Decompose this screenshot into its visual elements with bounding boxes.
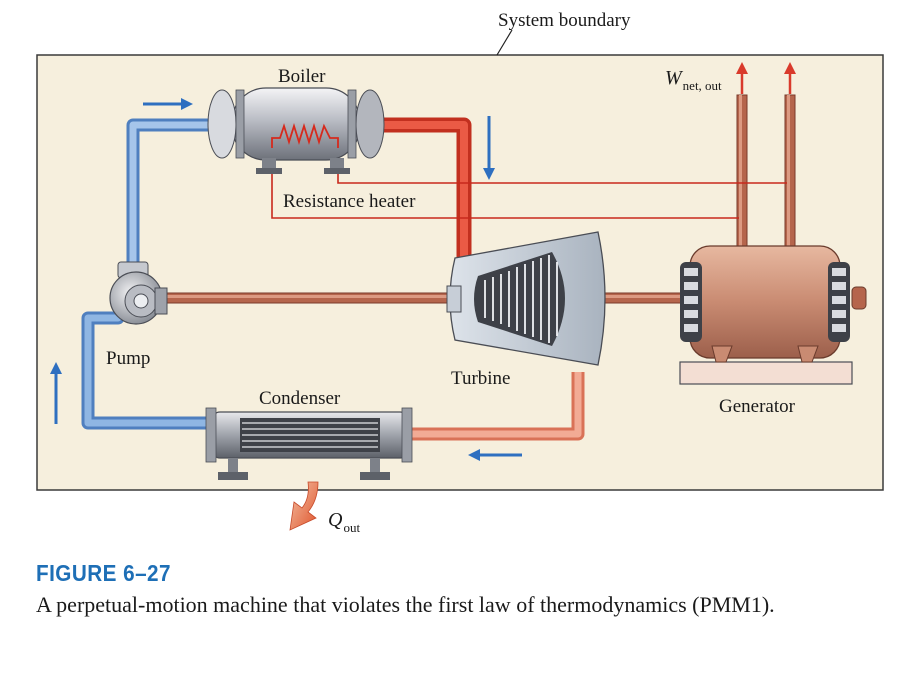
warm-pipe [412,372,585,441]
boiler-label: Boiler [278,66,326,87]
heat-out-arrow-icon [289,481,319,531]
work-arrows [736,62,796,94]
hot-pipe [372,117,472,262]
shaft [164,292,689,304]
generator [679,245,867,385]
work-output-rods [736,94,796,251]
flow-arrows [50,98,522,461]
system-boundary-label: System boundary [498,10,631,31]
flow-arrow-down-icon [483,116,495,180]
work-label: Wnet, out [665,67,722,93]
boiler [207,87,385,174]
condenser-label: Condenser [259,388,341,409]
turbine [446,231,606,366]
work-arrow-up-icon [784,62,796,94]
figure-caption: FIGURE 6–27 A perpetual-motion machine t… [36,560,876,619]
system-boundary-leader [496,29,513,56]
figure-caption-text: A perpetual-motion machine that violates… [36,592,775,617]
condenser [205,407,413,480]
pmm1-diagram: System boundary [36,10,884,535]
turbine-label: Turbine [451,368,510,389]
resistance-heater-label: Resistance heater [283,191,416,212]
flow-arrow-up-icon [50,362,62,424]
pump-label: Pump [106,348,150,369]
resistance-heater-coil [271,122,339,148]
flow-arrow-right-icon [143,98,193,110]
work-arrow-up-icon [736,62,748,94]
generator-label: Generator [719,396,796,417]
pump [109,261,168,325]
flow-arrow-left-icon [468,449,522,461]
figure-number: FIGURE 6–27 [36,560,171,586]
heat-label: Qout [328,509,360,535]
cold-pipe [81,118,219,430]
